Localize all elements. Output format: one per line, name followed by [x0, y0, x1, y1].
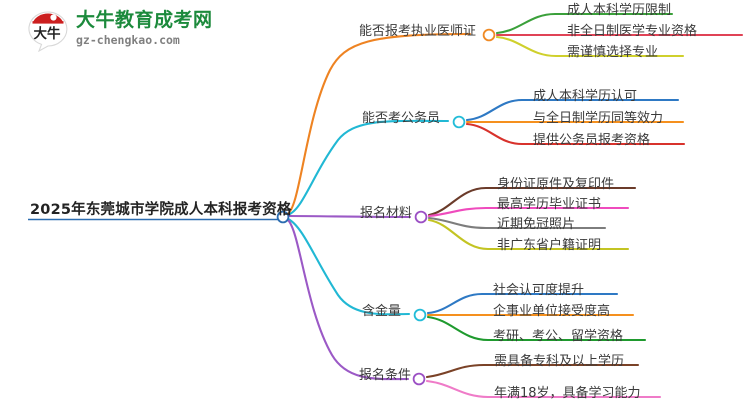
trunk-branch-2 — [285, 119, 450, 217]
node-branch-4[interactable] — [413, 308, 427, 322]
leaf-label-4-1[interactable]: 社会认可度提升 — [493, 283, 585, 298]
leaf-label-3-3[interactable]: 近期免冠照片 — [497, 217, 576, 232]
link-b2-c3 — [465, 122, 686, 146]
daniu-seal-icon: 大牛 — [28, 11, 68, 52]
link-b2-c1 — [465, 98, 680, 122]
logo-text: 大牛教育成考网 gz-chengkao.com — [76, 9, 213, 48]
branch-label-4[interactable]: 含金量 — [362, 304, 402, 319]
leaf-label-3-2[interactable]: 最高学历毕业证书 — [497, 197, 602, 212]
leaf-label-2-2[interactable]: 与全日制学历同等效力 — [533, 111, 664, 126]
leaf-label-5-2[interactable]: 年满18岁，具备学习能力 — [494, 386, 641, 401]
node-branch-2[interactable] — [452, 115, 466, 129]
trunk-branch-4 — [286, 217, 411, 316]
branch-label-3[interactable]: 报名材料 — [360, 206, 413, 221]
logo-title: 大牛教育成考网 — [76, 9, 213, 31]
branch-label-1[interactable]: 能否报考执业医师证 — [359, 24, 477, 39]
node-branch-5[interactable] — [412, 372, 426, 386]
node-branch-3[interactable] — [414, 210, 428, 224]
link-b3-c1 — [427, 186, 637, 217]
link-b5-c2 — [425, 379, 662, 399]
leaf-label-4-2[interactable]: 企事业单位接受度高 — [493, 304, 611, 319]
leaf-label-2-3[interactable]: 提供公务员报考资格 — [533, 133, 651, 148]
svg-text:大牛: 大牛 — [34, 25, 61, 42]
site-logo[interactable]: 大牛 大牛教育成考网 gz-chengkao.com — [26, 6, 216, 56]
node-root[interactable] — [276, 210, 290, 224]
leaf-label-2-1[interactable]: 成人本科学历认可 — [533, 89, 638, 104]
trunk-branch-5 — [286, 218, 410, 381]
link-b3-c2 — [427, 206, 630, 218]
link-b4-c3 — [426, 315, 647, 342]
logo-domain: gz-chengkao.com — [76, 33, 180, 47]
link-b3-c3 — [427, 216, 607, 230]
trunk-branch-3 — [286, 214, 412, 219]
node-branch-1[interactable] — [482, 28, 496, 42]
branch-label-2[interactable]: 能否考公务员 — [362, 111, 441, 126]
leaf-label-4-3[interactable]: 考研、考公、留学资格 — [493, 329, 624, 344]
link-b5-c1 — [425, 363, 640, 379]
branch-label-5[interactable]: 报名条件 — [359, 368, 412, 383]
leaf-label-1-2[interactable]: 非全日制医学专业资格 — [567, 24, 698, 39]
link-b1-c1 — [495, 12, 674, 35]
root-label[interactable]: 2025年东莞城市学院成人本科报考资格 — [30, 202, 292, 218]
link-b1-c3 — [495, 35, 685, 58]
leaf-label-1-3[interactable]: 需谨慎选择专业 — [567, 45, 659, 60]
link-b4-c1 — [426, 292, 619, 315]
leaf-label-3-4[interactable]: 非广东省户籍证明 — [497, 238, 602, 253]
link-b3-c4 — [427, 218, 630, 251]
leaf-label-3-1[interactable]: 身份证原件及复印件 — [497, 177, 615, 192]
leaf-label-1-1[interactable]: 成人本科学历限制 — [567, 3, 672, 18]
leaf-label-5-1[interactable]: 需具备专科及以上学历 — [494, 354, 625, 369]
trunk-branch-1 — [285, 32, 472, 216]
